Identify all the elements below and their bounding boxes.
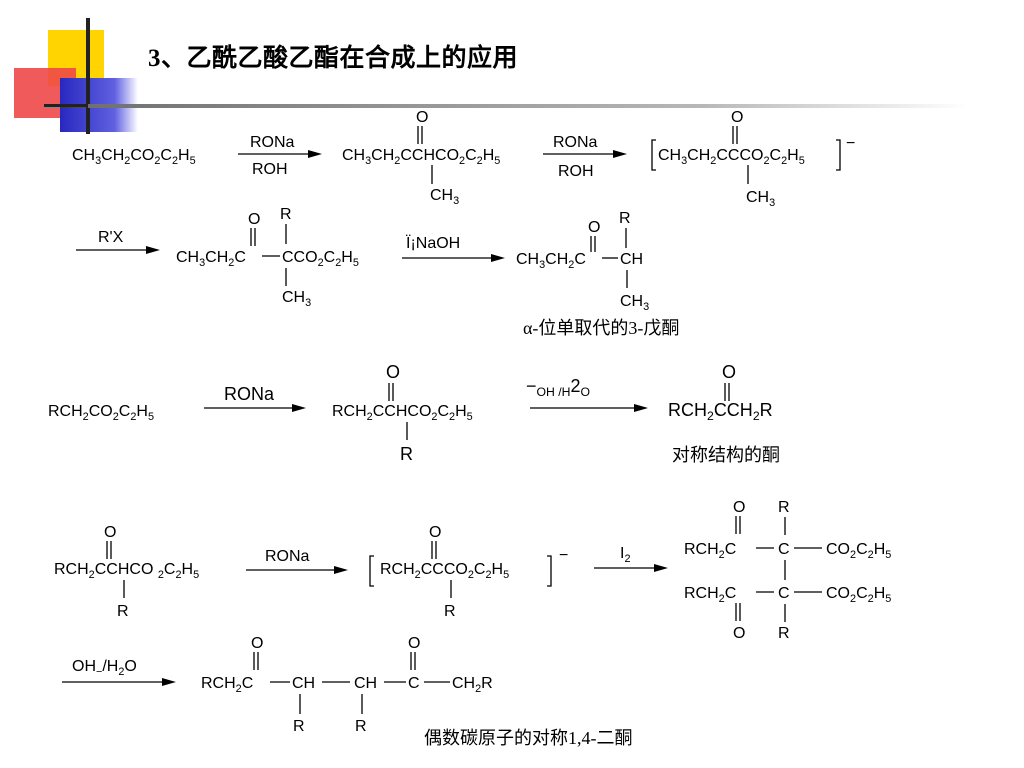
reaction-arrow-4-head	[491, 254, 505, 262]
reagent-roh: ROH	[558, 163, 594, 180]
caption-symmetric-ketone: 对称结构的酮	[672, 445, 780, 465]
reaction-arrow-9-head	[162, 678, 176, 686]
oxygen-label: O	[251, 635, 263, 652]
r-group-label: R	[400, 444, 413, 464]
r-group-label: R	[293, 718, 305, 735]
formula-enolate: CH3CH2CCCO2C2H5	[658, 147, 805, 167]
reaction-arrow-5-head	[292, 404, 306, 412]
bracket-left	[651, 139, 656, 171]
reagent-iodine: I2	[620, 545, 631, 565]
reagent-hydroxide-water: −OH /H2O	[526, 376, 590, 399]
oxygen-label: O	[722, 362, 736, 382]
r-group-label: R	[280, 206, 292, 223]
oxygen-label: O	[104, 524, 116, 541]
caption-pentanone: α-位单取代的3-戊酮	[523, 318, 679, 338]
oxygen-label: O	[408, 635, 420, 652]
r-group-label: R	[778, 625, 790, 642]
oxygen-label: O	[248, 211, 260, 228]
reagent-hydroxide-water: OH−/H2O	[72, 658, 137, 678]
reagent-roh: ROH	[252, 161, 288, 178]
reagent-rona: RONa	[553, 134, 598, 151]
reaction-arrow-6-head	[634, 404, 648, 412]
formula-keto-ester: CH3CH2CCHCO2C2H5	[342, 147, 500, 167]
formula-ch: CH	[292, 675, 315, 692]
formula-keto-ester: RCH2CCHCO2C2H5	[332, 403, 473, 423]
formula-methyl: CH3	[746, 189, 775, 209]
formula-rch2c: RCH2C	[201, 675, 253, 695]
reaction-arrow-3-head	[146, 246, 160, 254]
oxygen-label: O	[733, 625, 745, 642]
formula-carbonyl-c: C	[408, 675, 420, 692]
formula-symmetric-ketone: RCH2CCH2R	[668, 400, 773, 423]
negative-charge: −	[559, 547, 568, 564]
oxygen-label: O	[416, 109, 428, 126]
formula-quaternary-c: C	[778, 585, 790, 602]
formula-methyl: CH3	[430, 187, 459, 207]
formula-ch: CH	[354, 675, 377, 692]
formula-ester: RCH2CO2C2H5	[48, 403, 154, 423]
oxygen-label: O	[386, 362, 400, 382]
reaction-arrow-8-head	[654, 564, 668, 572]
formula-ester-group: CO2C2H5	[826, 541, 891, 561]
formula-methyl: CH3	[282, 289, 311, 309]
horizontal-bar	[44, 104, 114, 107]
formula-ch2r: CH2R	[452, 675, 493, 695]
title-rule	[88, 104, 968, 108]
formula-right-part: CCO2C2H5	[282, 249, 359, 269]
formula-left-part: CH3CH2C	[516, 251, 586, 271]
formula-enolate: RCH2CCCO2C2H5	[380, 561, 509, 581]
r-group-label: R	[355, 718, 367, 735]
caption-diketone: 偶数碳原子的对称1,4-二酮	[424, 728, 633, 748]
formula-methyl: CH3	[620, 293, 649, 313]
bracket-left	[369, 555, 374, 587]
reagent-rona: RONa	[250, 134, 295, 151]
formula-keto-ester: RCH2CCHCO 2C2H5	[54, 561, 199, 581]
oxygen-label: O	[731, 109, 743, 126]
formula-rch2c: RCH2C	[684, 541, 736, 561]
formula-ester-group: CO2C2H5	[826, 585, 891, 605]
r-group-label: R	[444, 603, 456, 620]
oxygen-label: O	[733, 499, 745, 516]
oxygen-label: O	[429, 524, 441, 541]
page-title: 3、乙酰乙酸乙酯在合成上的应用	[148, 45, 519, 72]
formula-ethyl-propanoate: CH3CH2CO2C2H5	[72, 147, 196, 167]
reagent-rona: RONa	[224, 384, 275, 404]
oxygen-label: O	[588, 219, 600, 236]
formula-ch: CH	[620, 251, 643, 268]
reagent-dilute-naoh: Ï¡NaOH	[406, 234, 460, 252]
r-group-label: R	[117, 603, 129, 620]
reaction-arrow-1-head	[308, 150, 322, 158]
formula-quaternary-c: C	[778, 541, 790, 558]
bracket-right	[547, 555, 552, 587]
reaction-arrow-2-head	[613, 150, 627, 158]
reagent-rona: RONa	[265, 548, 310, 565]
formula-rch2c: RCH2C	[684, 585, 736, 605]
r-group-label: R	[778, 499, 790, 516]
vertical-bar	[86, 18, 90, 134]
r-group-label: R	[619, 210, 631, 227]
negative-charge: −	[846, 135, 855, 152]
bracket-right	[836, 139, 841, 171]
formula-left-part: CH3CH2C	[176, 249, 246, 269]
reagent-alkyl-halide: R'X	[98, 229, 124, 246]
reaction-arrow-7-head	[334, 566, 348, 574]
